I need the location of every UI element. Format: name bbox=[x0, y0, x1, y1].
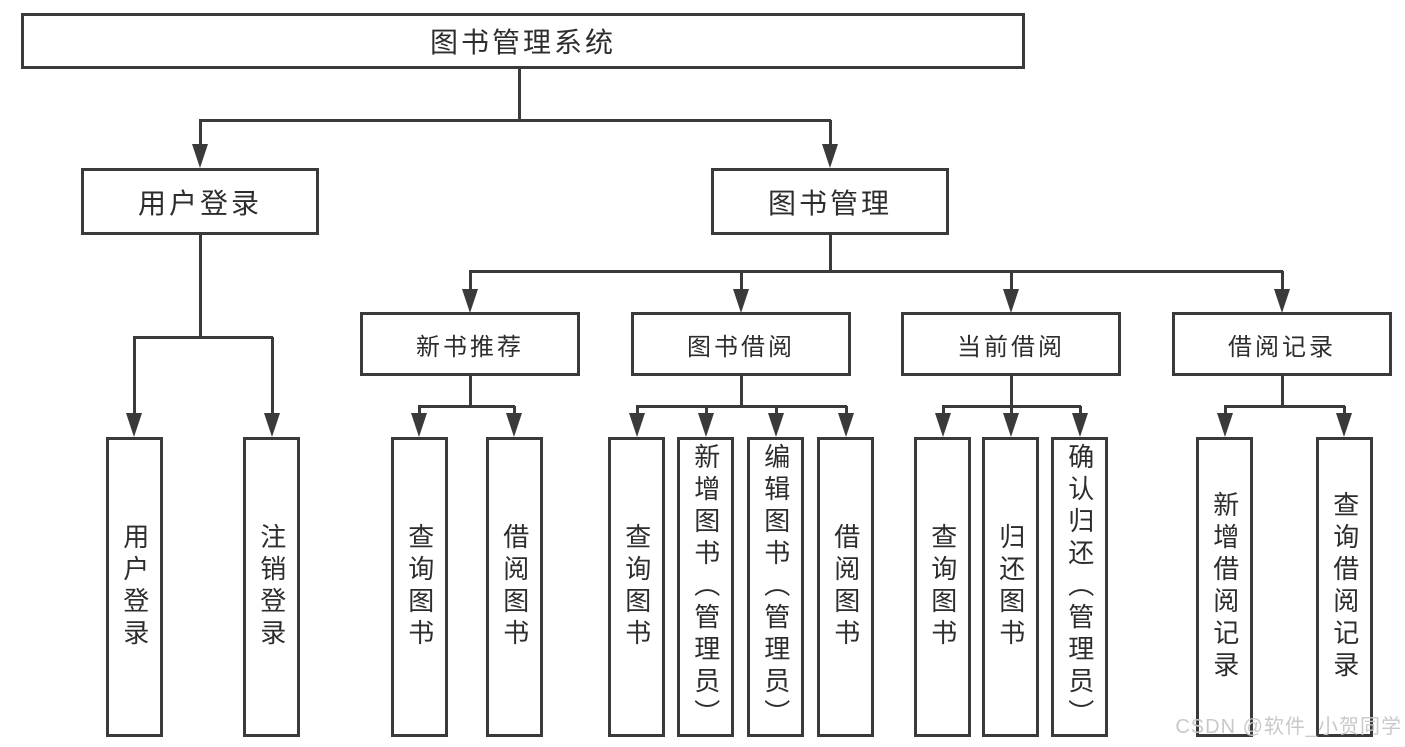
arrowhead-down-icon bbox=[768, 413, 784, 437]
node-book-management-label: 图书管理 bbox=[767, 187, 892, 219]
leaf-query-books-current-label: 查询图书 bbox=[927, 523, 958, 651]
leaf-query-books-recommend: 查询图书 bbox=[391, 437, 448, 737]
leaf-borrow-book-recommend: 借阅图书 bbox=[486, 437, 543, 737]
leaf-query-books-current: 查询图书 bbox=[914, 437, 971, 737]
connector-line bbox=[469, 271, 472, 291]
arrowhead-down-icon bbox=[698, 413, 714, 437]
connector-line bbox=[469, 270, 1283, 273]
leaf-add-borrow-record-label: 新增借阅记录 bbox=[1209, 491, 1240, 683]
leaf-add-borrow-record: 新增借阅记录 bbox=[1196, 437, 1253, 737]
leaf-edit-book-admin: 编辑图书（管理员） bbox=[747, 437, 804, 737]
leaf-user-login: 用户登录 bbox=[106, 437, 163, 737]
leaf-add-book-admin-label: 新增图书（管理员） bbox=[690, 443, 721, 731]
connector-line bbox=[1010, 406, 1013, 415]
connector-line bbox=[418, 406, 421, 415]
leaf-query-books-borrow: 查询图书 bbox=[608, 437, 665, 737]
node-borrow-records-label: 借阅记录 bbox=[1228, 333, 1336, 361]
leaf-edit-book-admin-label: 编辑图书（管理员） bbox=[760, 443, 791, 731]
leaf-query-books-recommend-label: 查询图书 bbox=[404, 523, 435, 651]
connector-line bbox=[740, 376, 743, 407]
connector-line bbox=[1281, 376, 1284, 407]
connector-line bbox=[199, 119, 831, 122]
node-book-management: 图书管理 bbox=[711, 168, 949, 235]
connector-line bbox=[518, 69, 521, 120]
leaf-confirm-return-admin-label: 确认归还（管理员） bbox=[1064, 443, 1095, 731]
leaf-borrow-book-recommend-label: 借阅图书 bbox=[499, 523, 530, 651]
connector-line bbox=[1010, 271, 1013, 291]
leaf-borrow-book-label: 借阅图书 bbox=[830, 523, 861, 651]
node-current-borrow-label: 当前借阅 bbox=[957, 333, 1065, 361]
leaf-return-book: 归还图书 bbox=[982, 437, 1039, 737]
connector-line bbox=[469, 376, 472, 407]
leaf-query-borrow-record-label: 查询借阅记录 bbox=[1329, 491, 1360, 683]
node-user-login-label: 用户登录 bbox=[137, 187, 262, 219]
arrowhead-down-icon bbox=[462, 289, 478, 313]
connector-line bbox=[418, 405, 515, 408]
node-new-book-recommend: 新书推荐 bbox=[360, 312, 580, 376]
node-borrow-records: 借阅记录 bbox=[1172, 312, 1392, 376]
arrowhead-down-icon bbox=[629, 413, 645, 437]
node-book-borrow: 图书借阅 bbox=[631, 312, 851, 376]
node-new-book-recommend-label: 新书推荐 bbox=[416, 333, 524, 361]
arrowhead-down-icon bbox=[1217, 413, 1233, 437]
arrowhead-down-icon bbox=[935, 413, 951, 437]
arrowhead-down-icon bbox=[126, 413, 142, 437]
leaf-query-books-borrow-label: 查询图书 bbox=[621, 523, 652, 651]
connector-line bbox=[829, 120, 832, 146]
node-user-login: 用户登录 bbox=[81, 168, 319, 235]
leaf-logout-label: 注销登录 bbox=[256, 523, 287, 651]
arrowhead-down-icon bbox=[1003, 413, 1019, 437]
connector-line bbox=[1224, 405, 1345, 408]
leaf-return-book-label: 归还图书 bbox=[995, 523, 1026, 651]
arrowhead-down-icon bbox=[1072, 413, 1088, 437]
connector-line bbox=[829, 235, 832, 272]
connector-line bbox=[740, 271, 743, 291]
arrowhead-down-icon bbox=[411, 413, 427, 437]
connector-line bbox=[133, 336, 273, 339]
connector-line bbox=[636, 405, 847, 408]
node-current-borrow: 当前借阅 bbox=[901, 312, 1121, 376]
arrowhead-down-icon bbox=[1003, 289, 1019, 313]
connector-line bbox=[636, 406, 639, 415]
connector-line bbox=[1343, 406, 1346, 415]
leaf-add-book-admin: 新增图书（管理员） bbox=[677, 437, 734, 737]
arrowhead-down-icon bbox=[506, 413, 522, 437]
node-root: 图书管理系统 bbox=[21, 13, 1025, 69]
node-root-label: 图书管理系统 bbox=[429, 27, 616, 58]
arrowhead-down-icon bbox=[822, 144, 838, 168]
leaf-borrow-book: 借阅图书 bbox=[817, 437, 874, 737]
connector-line bbox=[513, 406, 516, 415]
connector-line bbox=[1224, 406, 1227, 415]
arrowhead-down-icon bbox=[838, 413, 854, 437]
arrowhead-down-icon bbox=[733, 289, 749, 313]
leaf-confirm-return-admin: 确认归还（管理员） bbox=[1051, 437, 1108, 737]
connector-line bbox=[1281, 271, 1284, 291]
watermark: CSDN @软件_小贺同学 bbox=[1175, 716, 1402, 738]
arrowhead-down-icon bbox=[1274, 289, 1290, 313]
connector-line bbox=[271, 337, 274, 414]
node-book-borrow-label: 图书借阅 bbox=[687, 333, 795, 361]
connector-line bbox=[199, 235, 202, 337]
connector-line bbox=[775, 406, 778, 415]
connector-line bbox=[1079, 406, 1082, 415]
leaf-user-login-label: 用户登录 bbox=[119, 523, 150, 651]
leaf-logout: 注销登录 bbox=[243, 437, 300, 737]
connector-line bbox=[845, 406, 848, 415]
arrowhead-down-icon bbox=[264, 413, 280, 437]
connector-line bbox=[1010, 376, 1013, 407]
connector-line bbox=[199, 120, 202, 146]
connector-line bbox=[705, 406, 708, 415]
arrowhead-down-icon bbox=[192, 144, 208, 168]
connector-line bbox=[133, 337, 136, 414]
leaf-query-borrow-record: 查询借阅记录 bbox=[1316, 437, 1373, 737]
arrowhead-down-icon bbox=[1336, 413, 1352, 437]
connector-line bbox=[942, 406, 945, 415]
